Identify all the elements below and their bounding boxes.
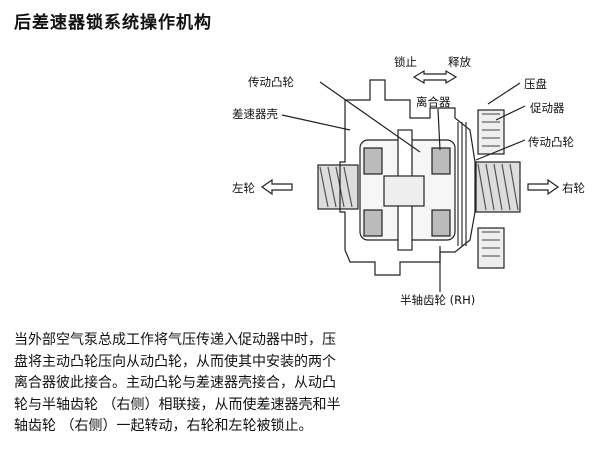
label-actuator: 促动器 [530,101,565,115]
label-diff-case: 差速器壳 [232,107,278,121]
label-side-gear: 半轴齿轮 (RH) [400,293,476,307]
label-lock: 锁止 [394,55,417,69]
differential-case [339,79,476,276]
label-pressure-plate: 压盘 [524,77,547,91]
paragraph-line: 当外部空气泵总成工作将气压传递入促动器中时，压 [14,332,336,348]
paragraph-line: 离合器彼此接合。主动凸轮与差速器壳接合，从动凸 [14,375,336,391]
left-arrow-icon [260,178,293,196]
description-paragraph: 当外部空气泵总成工作将气压传递入促动器中时，压 盘将主动凸轮压向从动凸轮，从而使… [14,330,409,438]
label-drive-cam-top: 传动凸轮 [248,75,294,89]
paragraph-line: 轴齿轮 （右侧）一起转动，右轮和左轮被锁止。 [14,418,313,434]
label-release: 释放 [448,55,471,69]
label-clutch: 离合器 [416,95,451,109]
paragraph-line: 轮与半轴齿轮 （右侧）相联接，从而使差速器壳和半 [14,396,341,413]
paragraph-line: 盘将主动凸轮压向从动凸轮，从而使其中安装的两个 [14,353,336,370]
right-arrow-icon [527,178,560,196]
label-right-wheel: 右轮 [562,181,585,195]
page-title: 后差速器锁系统操作机构 [14,13,212,33]
lock-release-arrow [412,69,458,85]
actuator-top [477,109,505,155]
label-left-wheel: 左轮 [232,181,255,195]
label-drive-cam-right: 传动凸轮 [528,135,574,149]
